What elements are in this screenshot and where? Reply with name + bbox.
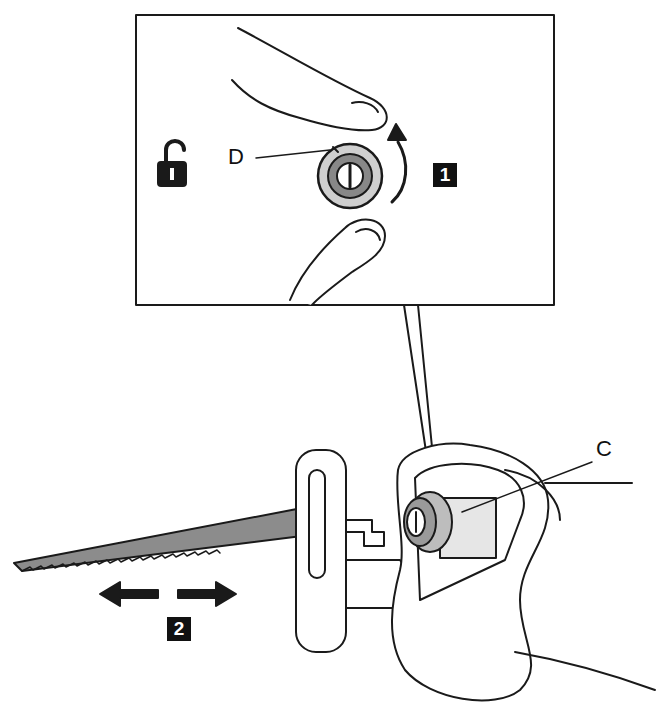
rotation-arrow [392, 142, 406, 202]
keyhole [170, 168, 174, 180]
shoe-slot [309, 470, 325, 578]
knob-mark [333, 147, 338, 152]
unlock-icon [158, 162, 186, 186]
guide-shoe [296, 450, 346, 652]
lock-knob [318, 144, 382, 208]
knob-center [328, 154, 372, 198]
body-line [545, 482, 632, 484]
fingernail [356, 229, 380, 240]
callout-number: 1 [433, 163, 457, 187]
part-label: C [596, 438, 612, 460]
finger [290, 220, 385, 305]
arrow-head [388, 124, 406, 140]
move-arrow [178, 582, 236, 606]
knob-face [404, 498, 436, 546]
power-cord [515, 652, 655, 690]
screw-slot [349, 165, 352, 187]
inset-frame [136, 15, 554, 305]
finger [232, 28, 387, 130]
tool-body [392, 444, 548, 701]
screw-head [407, 508, 425, 536]
move-arrow [100, 582, 158, 606]
blade-clamp [346, 520, 384, 546]
blade-teeth [22, 550, 220, 571]
saw-blade [14, 508, 302, 571]
callout-number: 2 [167, 617, 191, 641]
screw-slot [415, 512, 417, 532]
fingernail [352, 102, 378, 112]
leader-line [462, 462, 592, 512]
screw-head [337, 163, 363, 189]
unlock-icon [166, 141, 184, 162]
part-label: D [228, 146, 244, 168]
leader-line [256, 150, 330, 158]
